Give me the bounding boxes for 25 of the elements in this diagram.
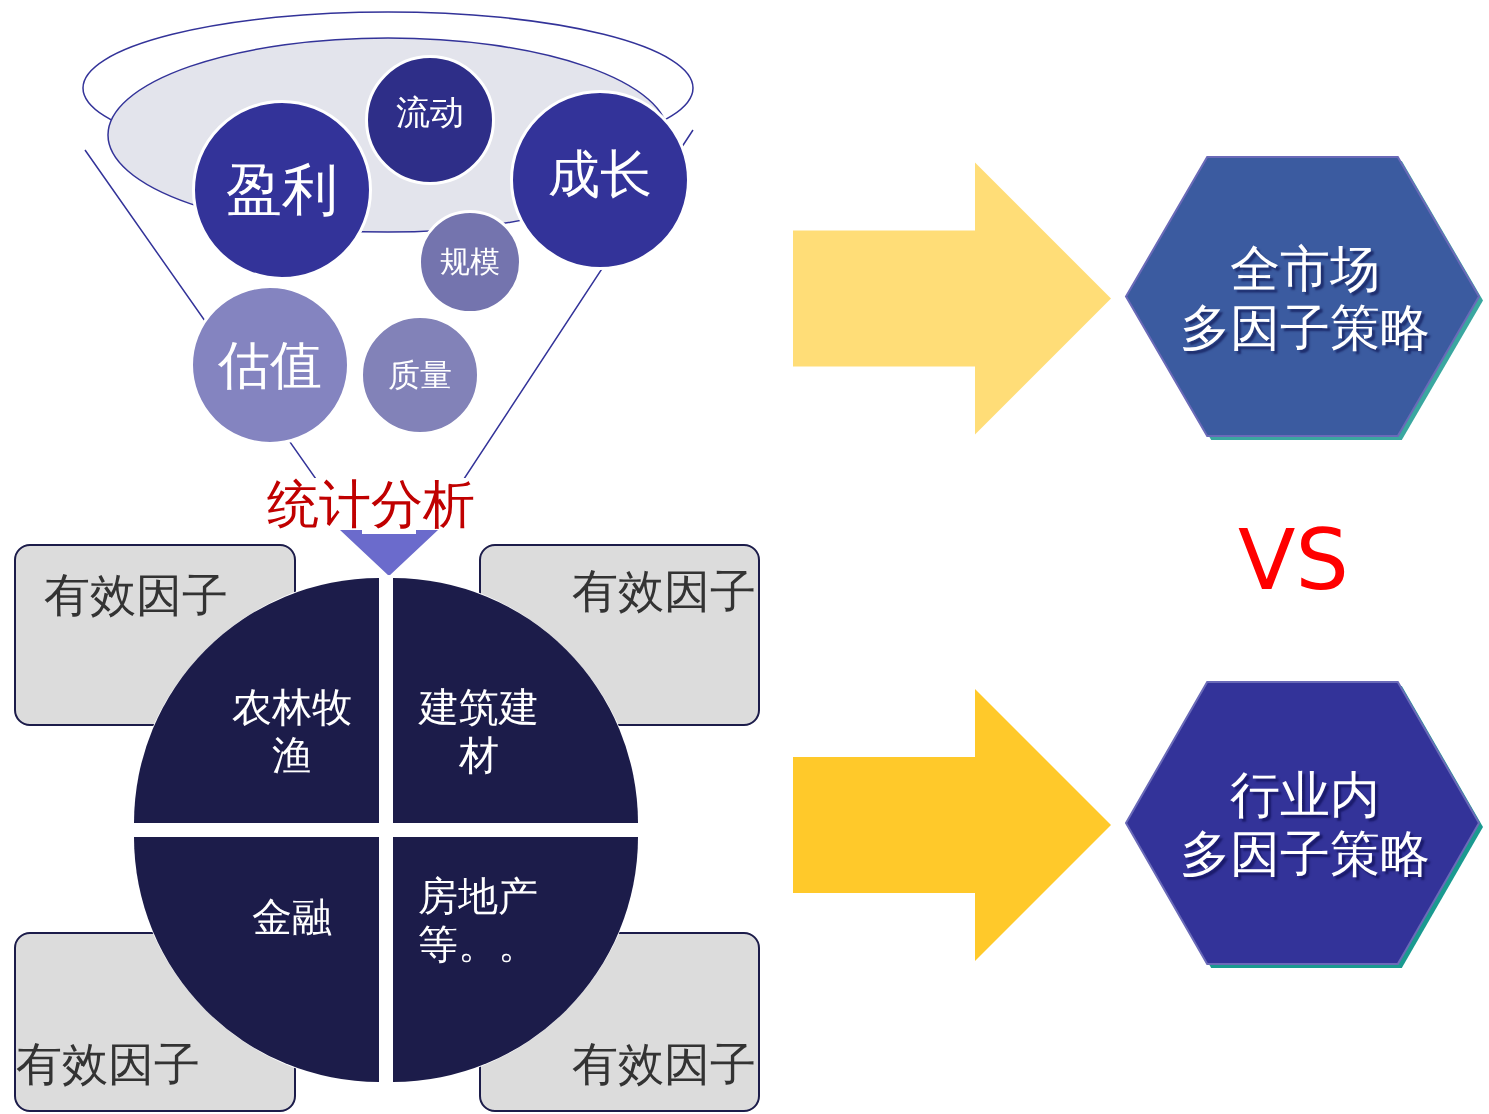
block-arrow [793,689,1111,961]
node-text: 农林牧渔 [230,683,353,779]
block-arrow [340,530,438,576]
node-text: 质量 [388,359,452,391]
node-text: 规模 [440,247,500,277]
node-text: 有效因子 [44,570,228,621]
vs-text: VS [1238,518,1349,602]
node-text: 有效因子 [572,1039,756,1090]
node-text: 建筑建材 [417,683,540,779]
node-text: 房地产等。。 [418,872,539,968]
node-text: 金融 [250,893,333,941]
block-arrow [793,162,1111,435]
edge-label: 统计分析 [265,478,477,530]
node-text: 多因子策略 [1179,825,1430,884]
node-text: 流动 [396,95,464,129]
node-text: 估值 [218,339,322,391]
node-text: 多因子策略 [1179,298,1430,358]
node-text: 有效因子 [16,1039,200,1090]
node-text: 有效因子 [572,566,756,617]
node-text: 行业内 [1229,766,1380,825]
node-text: 盈利 [226,162,338,218]
hexagon [1126,682,1483,968]
node-text: 成长 [548,148,652,200]
node-text: 全市场 [1229,239,1380,299]
hexagon [1126,157,1483,440]
